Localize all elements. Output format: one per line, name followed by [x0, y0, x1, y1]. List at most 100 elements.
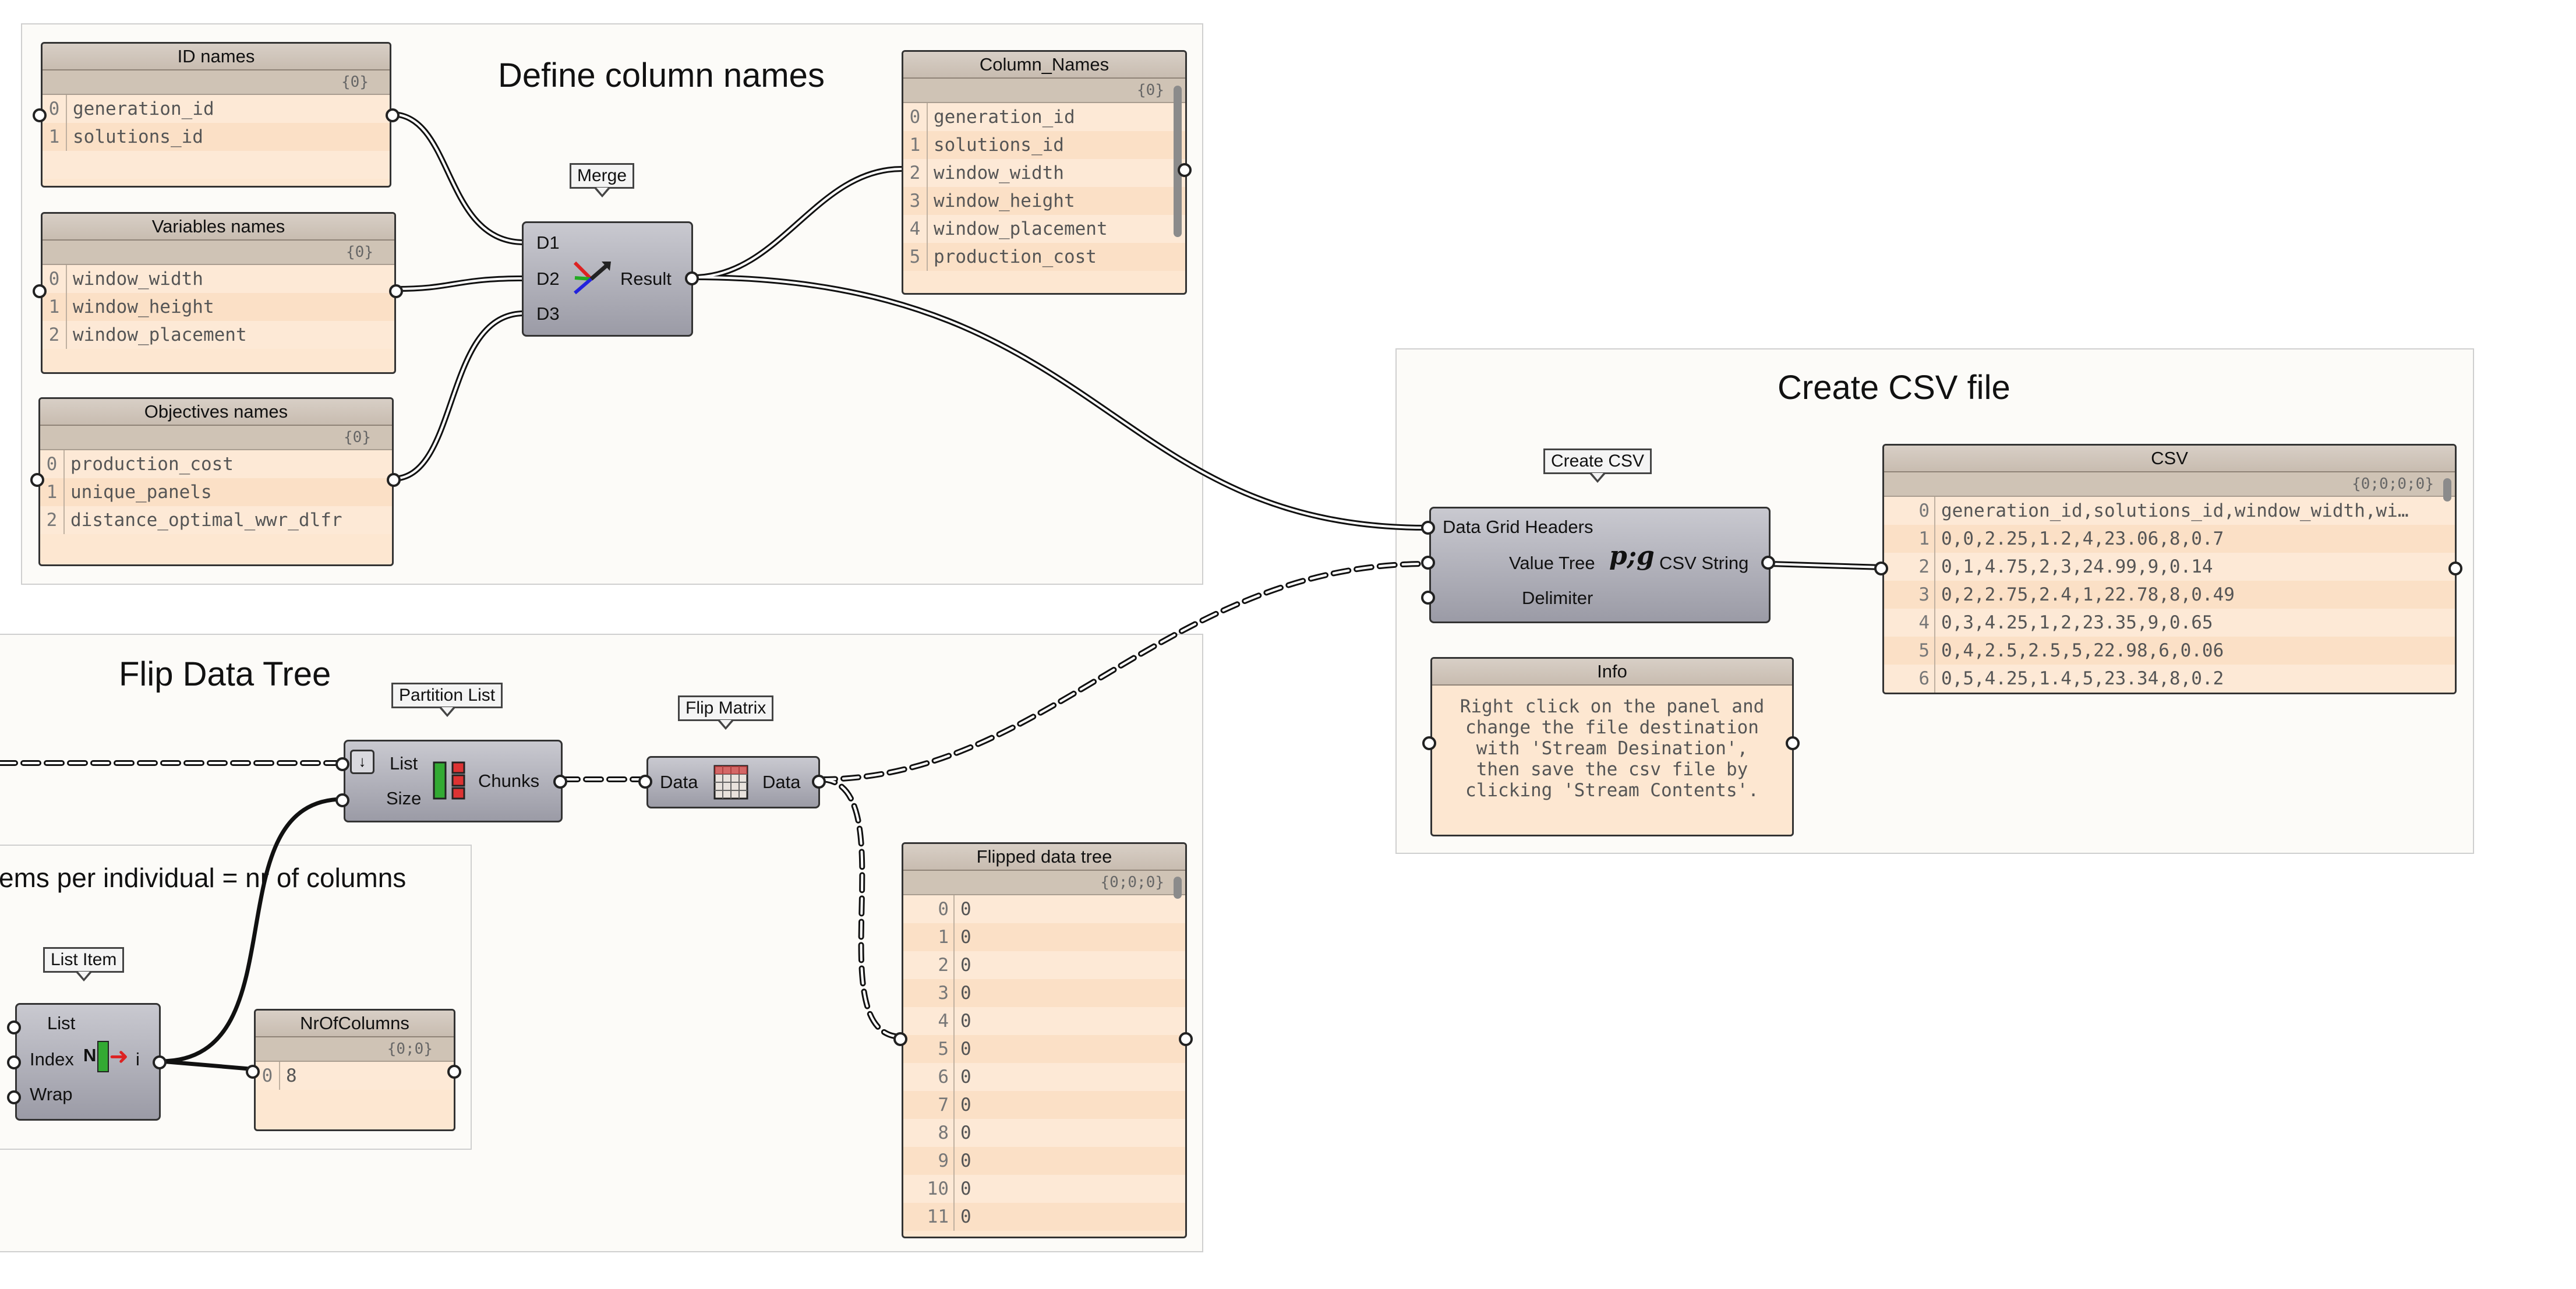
output-port[interactable] — [447, 1065, 461, 1079]
partition-output-chunks[interactable]: Chunks — [478, 771, 540, 791]
partition-input-list[interactable]: List — [390, 753, 418, 774]
panel-title: Info — [1432, 659, 1792, 686]
panel-info[interactable]: Info Right click on the panel and change… — [1430, 657, 1794, 836]
scrollbar[interactable] — [1174, 877, 1182, 899]
merge-component[interactable]: D1 D2 D3 Result — [522, 221, 693, 337]
input-port[interactable] — [335, 757, 349, 771]
input-port[interactable] — [893, 1032, 907, 1046]
merge-input-d2[interactable]: D2 — [536, 269, 560, 289]
create-csv-component[interactable]: Data Grid Headers Value Tree Delimiter p… — [1429, 507, 1771, 623]
panel-path: {0} — [903, 79, 1185, 103]
output-port[interactable] — [2448, 561, 2462, 575]
output-port[interactable] — [387, 473, 401, 487]
output-port[interactable] — [553, 775, 567, 789]
partition-input-size[interactable]: Size — [386, 788, 422, 808]
merge-tag: Merge — [570, 163, 635, 197]
input-port[interactable] — [1421, 521, 1435, 535]
input-port[interactable] — [7, 1090, 21, 1104]
list-item-input-index[interactable]: Index — [30, 1049, 74, 1069]
csv-input-value-tree[interactable]: Value Tree — [1509, 553, 1595, 573]
list-item-component[interactable]: List Index Wrap N➜ i — [15, 1003, 161, 1121]
input-port[interactable] — [246, 1065, 260, 1079]
input-port[interactable] — [1421, 556, 1435, 570]
flatten-icon[interactable]: ↓ — [350, 750, 374, 774]
csv-input-headers[interactable]: Data Grid Headers — [1443, 517, 1593, 537]
input-port[interactable] — [1422, 736, 1436, 750]
create-csv-tag: Create CSV — [1543, 448, 1652, 483]
merge-input-d3[interactable]: D3 — [536, 303, 560, 324]
output-port[interactable] — [386, 108, 400, 122]
merge-input-d1[interactable]: D1 — [536, 232, 560, 253]
output-port[interactable] — [1179, 1032, 1193, 1046]
input-port[interactable] — [638, 775, 652, 789]
panel-title: NrOfColumns — [256, 1011, 454, 1037]
merge-output-result[interactable]: Result — [620, 269, 672, 289]
list-item-input-wrap[interactable]: Wrap — [30, 1084, 73, 1104]
list-item-input-list[interactable]: List — [47, 1013, 76, 1033]
partition-icon — [433, 761, 465, 800]
csv-input-delimiter[interactable]: Delimiter — [1522, 588, 1593, 608]
partition-list-component[interactable]: ↓ List Size Chunks — [344, 740, 563, 822]
input-port[interactable] — [7, 1020, 21, 1034]
csv-output-string[interactable]: CSV String — [1659, 553, 1749, 573]
list-item — [43, 151, 390, 179]
list-item-output-i[interactable]: i — [136, 1049, 140, 1069]
output-port[interactable] — [1786, 736, 1800, 750]
input-port[interactable] — [33, 284, 47, 298]
output-port[interactable] — [389, 284, 403, 298]
flip-matrix-tag: Flip Matrix — [678, 695, 774, 730]
panel-title: Column_Names — [903, 52, 1185, 79]
input-port[interactable] — [7, 1055, 21, 1069]
input-port[interactable] — [1874, 561, 1888, 575]
scrollbar[interactable] — [1174, 86, 1182, 237]
output-port[interactable] — [153, 1055, 167, 1069]
output-port[interactable] — [685, 271, 699, 285]
panel-path: {0} — [43, 70, 390, 95]
flip-matrix-component[interactable]: Data Data — [646, 756, 820, 808]
info-text: Right click on the panel and change the … — [1460, 696, 1765, 801]
output-port[interactable] — [1178, 163, 1192, 177]
flip-input-data[interactable]: Data — [660, 772, 698, 792]
panel-title: Flipped data tree — [903, 844, 1185, 871]
group-title-flip: Flip Data Tree — [119, 655, 331, 693]
scrollbar[interactable] — [2443, 478, 2451, 502]
input-port[interactable] — [335, 793, 349, 807]
panel-title: ID names — [43, 44, 390, 70]
panel-title: Objectives names — [40, 399, 392, 426]
input-port[interactable] — [33, 108, 47, 122]
input-port[interactable] — [30, 473, 44, 487]
input-port[interactable] — [1421, 591, 1435, 605]
output-port[interactable] — [1761, 556, 1775, 570]
output-port[interactable] — [812, 775, 826, 789]
partition-list-tag: Partition List — [391, 683, 503, 717]
pg-icon: p;g — [1609, 541, 1655, 571]
flip-output-data[interactable]: Data — [762, 772, 801, 792]
